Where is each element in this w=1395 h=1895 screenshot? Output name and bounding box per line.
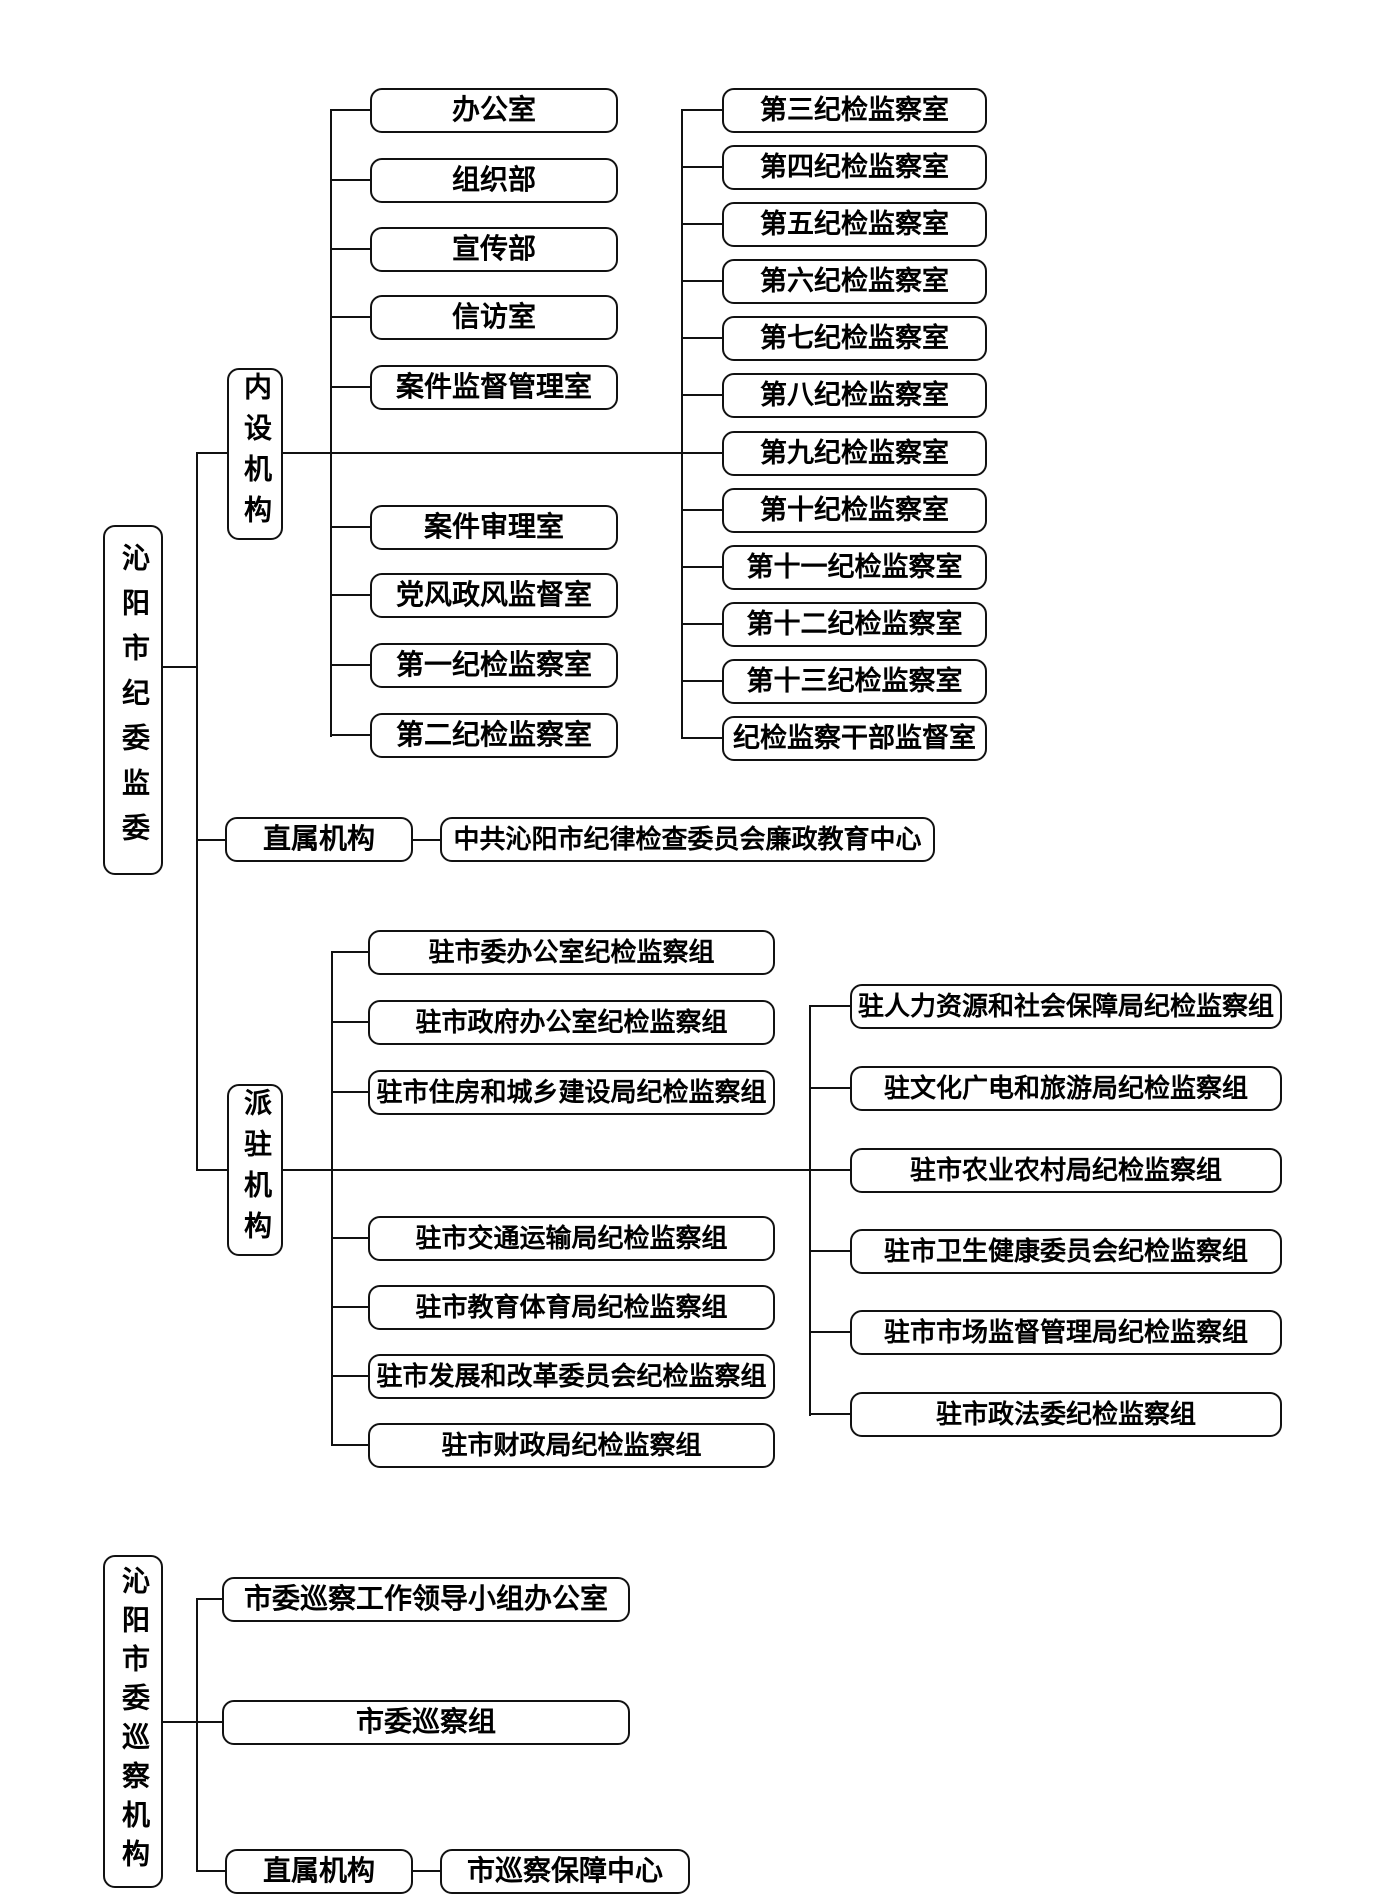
connector-line	[331, 248, 371, 250]
org-node: 市委巡察工作领导小组办公室	[222, 1577, 630, 1622]
connector-line	[331, 594, 371, 596]
connector-line	[682, 337, 723, 339]
org-node: 第五纪检监察室	[722, 202, 987, 247]
org-node: 驻市卫生健康委员会纪检监察组	[850, 1229, 1282, 1274]
connector-line	[196, 1870, 226, 1872]
connector-line	[682, 737, 723, 739]
connector-line	[331, 316, 371, 318]
org-node: 信访室	[370, 295, 618, 340]
org-node: 案件审理室	[370, 505, 618, 550]
connector-line	[810, 1331, 851, 1333]
connector-line	[332, 1091, 369, 1093]
connector-line	[196, 1598, 198, 1872]
org-node: 市巡察保障中心	[440, 1849, 690, 1894]
connector-line	[196, 452, 198, 1171]
connector-line	[332, 1375, 369, 1377]
connector-line	[810, 1250, 851, 1252]
org-node: 驻市发展和改革委员会纪检监察组	[368, 1354, 775, 1399]
connector-line	[682, 280, 723, 282]
connector-line	[682, 223, 723, 225]
connector-line	[412, 1870, 441, 1872]
root-node-inspection: 沁阳市委巡察机构	[103, 1555, 163, 1888]
connector-line	[682, 566, 723, 568]
org-node: 宣传部	[370, 227, 618, 272]
connector-line	[809, 1005, 811, 1416]
group-label-direct-subordinate: 直属机构	[225, 817, 413, 862]
org-node: 驻市教育体育局纪检监察组	[368, 1285, 775, 1330]
connector-line	[196, 839, 226, 841]
connector-line	[332, 1237, 369, 1239]
connector-line	[332, 1306, 369, 1308]
connector-line	[681, 109, 683, 739]
connector-line	[682, 623, 723, 625]
org-node: 第二纪检监察室	[370, 713, 618, 758]
connector-line	[412, 839, 441, 841]
org-node: 驻文化广电和旅游局纪检监察组	[850, 1066, 1282, 1111]
org-node: 驻市住房和城乡建设局纪检监察组	[368, 1070, 775, 1115]
connector-line	[332, 951, 369, 953]
connector-line	[331, 386, 371, 388]
connector-line	[331, 734, 371, 736]
org-node: 第七纪检监察室	[722, 316, 987, 361]
connector-line	[196, 1169, 851, 1171]
connector-line	[163, 666, 197, 668]
connector-line	[330, 109, 332, 737]
connector-line	[331, 664, 371, 666]
group-label-direct-subordinate: 直属机构	[225, 1849, 413, 1894]
org-node: 第三纪检监察室	[722, 88, 987, 133]
connector-line	[331, 109, 371, 111]
group-label-dispatched: 派驻机构	[227, 1084, 283, 1256]
org-node: 第八纪检监察室	[722, 373, 987, 418]
connector-line	[196, 1721, 223, 1723]
org-node: 驻市政府办公室纪检监察组	[368, 1000, 775, 1045]
org-node: 第六纪检监察室	[722, 259, 987, 304]
connector-line	[682, 394, 723, 396]
connector-line	[682, 509, 723, 511]
connector-line	[332, 1021, 369, 1023]
org-node: 驻市委办公室纪检监察组	[368, 930, 775, 975]
org-node: 第九纪检监察室	[722, 431, 987, 476]
org-node: 市委巡察组	[222, 1700, 630, 1745]
connector-line	[196, 1598, 223, 1600]
org-node: 党风政风监督室	[370, 573, 618, 618]
org-node: 第十一纪检监察室	[722, 545, 987, 590]
connector-line	[163, 1721, 197, 1723]
org-node: 驻市市场监督管理局纪检监察组	[850, 1310, 1282, 1355]
org-node: 驻市交通运输局纪检监察组	[368, 1216, 775, 1261]
connector-line	[682, 166, 723, 168]
connector-line	[810, 1087, 851, 1089]
connector-line	[331, 951, 333, 1446]
org-node: 第十二纪检监察室	[722, 602, 987, 647]
connector-line	[331, 526, 371, 528]
connector-line	[810, 1005, 851, 1007]
org-node: 驻人力资源和社会保障局纪检监察组	[850, 984, 1282, 1029]
org-node: 纪检监察干部监督室	[722, 716, 987, 761]
connector-line	[682, 680, 723, 682]
connector-line	[331, 179, 371, 181]
connector-line	[682, 109, 723, 111]
group-label-internal-organs: 内设机构	[227, 368, 283, 540]
org-node: 驻市政法委纪检监察组	[850, 1392, 1282, 1437]
org-node: 第十纪检监察室	[722, 488, 987, 533]
org-node: 组织部	[370, 158, 618, 203]
root-node-commission: 沁阳市纪委监委	[103, 525, 163, 875]
connector-line	[332, 1444, 369, 1446]
connector-line	[810, 1413, 851, 1415]
org-node: 案件监督管理室	[370, 365, 618, 410]
connector-line	[196, 452, 723, 454]
org-node: 驻市财政局纪检监察组	[368, 1423, 775, 1468]
org-node: 第十三纪检监察室	[722, 659, 987, 704]
org-node: 第一纪检监察室	[370, 643, 618, 688]
org-node: 第四纪检监察室	[722, 145, 987, 190]
org-node: 办公室	[370, 88, 618, 133]
org-node: 中共沁阳市纪律检查委员会廉政教育中心	[440, 817, 935, 862]
org-node: 驻市农业农村局纪检监察组	[850, 1148, 1282, 1193]
